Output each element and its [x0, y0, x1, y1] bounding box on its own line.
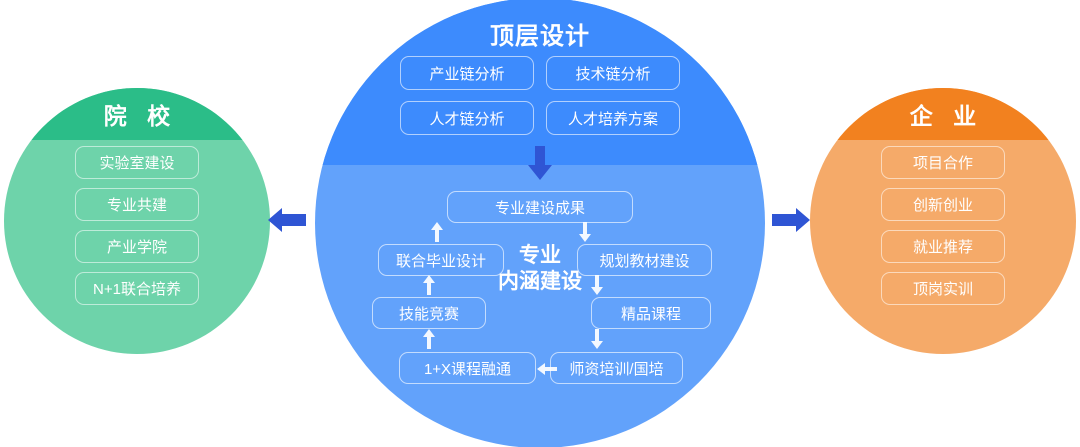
- flow-node-quality-course[interactable]: 精品课程: [591, 297, 711, 329]
- list-item-label: N+1联合培养: [93, 281, 181, 298]
- flow-node-label: 技能竞赛: [398, 305, 459, 323]
- list-item[interactable]: 专业共建: [75, 188, 199, 221]
- flow-node-teacher-training[interactable]: 师资培训/国培: [550, 352, 683, 384]
- flow-left-arrow-icon: [537, 362, 557, 375]
- flow-node-label: 1+X课程融通: [423, 360, 512, 378]
- flow-node-label: 精品课程: [620, 305, 681, 323]
- list-item[interactable]: N+1联合培养: [75, 272, 199, 305]
- list-item[interactable]: 实验室建设: [75, 146, 199, 179]
- list-item[interactable]: 创新创业: [881, 188, 1005, 221]
- connector-left-arrow-icon: [268, 205, 306, 235]
- center-top-item-grid: 产业链分析 技术链分析 人才链分析 人才培养方案: [400, 56, 680, 135]
- flow-down-arrow-icon: [591, 275, 603, 295]
- center-title: 顶层设计: [490, 23, 590, 50]
- list-item[interactable]: 顶岗实训: [881, 272, 1005, 305]
- flow-node-label: 师资培训/国培: [569, 360, 664, 378]
- flow-node-joint-thesis[interactable]: 联合毕业设计: [378, 244, 504, 276]
- top-item-label: 技术链分析: [575, 65, 651, 83]
- center-circle-design: 顶层设计 产业链分析 技术链分析 人才链分析 人才培养方案 专业建设成果: [315, 0, 765, 447]
- flow-down-arrow-icon: [591, 329, 603, 349]
- flow-node-skill-competition[interactable]: 技能竞赛: [372, 297, 486, 329]
- flow-down-arrow-icon: [579, 222, 591, 242]
- center-subtitle-line2: 内涵建设: [498, 270, 582, 294]
- list-item-label: 专业共建: [106, 197, 167, 214]
- center-subtitle-line1: 专业: [519, 244, 561, 267]
- flow-node-result[interactable]: 专业建设成果: [447, 191, 633, 223]
- list-item[interactable]: 产业学院: [75, 230, 199, 263]
- right-circle-title: 企 业: [909, 103, 984, 129]
- flow-node-1x-course[interactable]: 1+X课程融通: [399, 352, 536, 384]
- flow-node-label: 联合毕业设计: [395, 252, 486, 270]
- left-circle-item-list: 实验室建设 专业共建 产业学院 N+1联合培养: [4, 146, 270, 305]
- list-item-label: 项目合作: [912, 155, 973, 172]
- top-item-talent-plan[interactable]: 人才培养方案: [546, 101, 680, 135]
- left-circle-header: 院 校: [4, 88, 270, 140]
- flow-node-textbook[interactable]: 规划教材建设: [577, 244, 712, 276]
- flow-up-arrow-icon: [423, 275, 435, 295]
- list-item[interactable]: 就业推荐: [881, 230, 1005, 263]
- list-item[interactable]: 项目合作: [881, 146, 1005, 179]
- left-circle-title: 院 校: [103, 103, 178, 129]
- main-down-arrow-icon: [528, 146, 552, 180]
- top-item-label: 产业链分析: [429, 65, 505, 83]
- list-item-label: 顶岗实训: [912, 281, 973, 298]
- flow-up-arrow-icon: [423, 329, 435, 349]
- right-circle-item-list: 项目合作 创新创业 就业推荐 顶岗实训: [810, 146, 1076, 305]
- top-item-label: 人才培养方案: [567, 110, 658, 128]
- left-circle-colleges: 院 校 实验室建设 专业共建 产业学院 N+1联合培养: [4, 88, 270, 354]
- center-subtitle: 专业 内涵建设: [475, 243, 605, 296]
- right-circle-enterprises: 企 业 项目合作 创新创业 就业推荐 顶岗实训: [810, 88, 1076, 354]
- flow-up-arrow-icon: [431, 222, 443, 242]
- top-item-label: 人才链分析: [429, 110, 505, 128]
- flow-node-label: 规划教材建设: [599, 252, 690, 270]
- list-item-label: 产业学院: [106, 239, 167, 256]
- top-item-tech-chain[interactable]: 技术链分析: [546, 56, 680, 90]
- list-item-label: 创新创业: [912, 197, 973, 214]
- top-item-industry-chain[interactable]: 产业链分析: [400, 56, 534, 90]
- right-circle-header: 企 业: [810, 88, 1076, 140]
- list-item-label: 就业推荐: [912, 239, 973, 256]
- top-item-talent-chain[interactable]: 人才链分析: [400, 101, 534, 135]
- center-top-band: [315, 0, 765, 165]
- flow-node-label: 专业建设成果: [494, 199, 585, 217]
- list-item-label: 实验室建设: [99, 155, 175, 172]
- connector-right-arrow-icon: [772, 205, 810, 235]
